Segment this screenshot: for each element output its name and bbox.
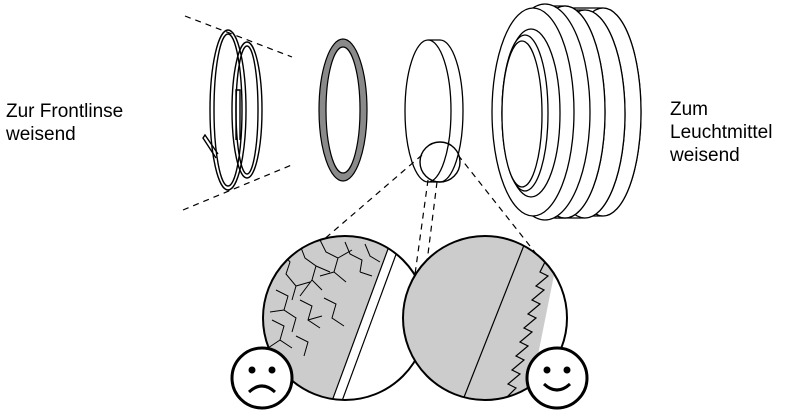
lamp-label-line-1: Zum [670,99,708,120]
coil-spring [202,29,263,191]
magnifier-circle [419,141,461,183]
front-label-line-2: weisend [6,124,76,145]
glass-disk [404,39,464,183]
front-lens-direction-label: Zur Frontlinse weisend [6,100,123,146]
sad-face-icon [230,346,294,410]
magnified-intact-glass [402,235,568,401]
gasket-ring [318,38,368,182]
lamp-direction-label: Zum Leuchtmittel weisend [670,98,772,167]
front-label-line-1: Zur Frontlinse [6,101,124,122]
crack-pattern [267,239,381,357]
lamp-holder [491,3,642,221]
happy-face-icon [525,346,589,410]
lamp-label-line-2: Leuchtmittel [670,122,773,143]
spring-guide-lines [182,15,295,211]
lamp-label-line-3: weisend [670,145,740,166]
